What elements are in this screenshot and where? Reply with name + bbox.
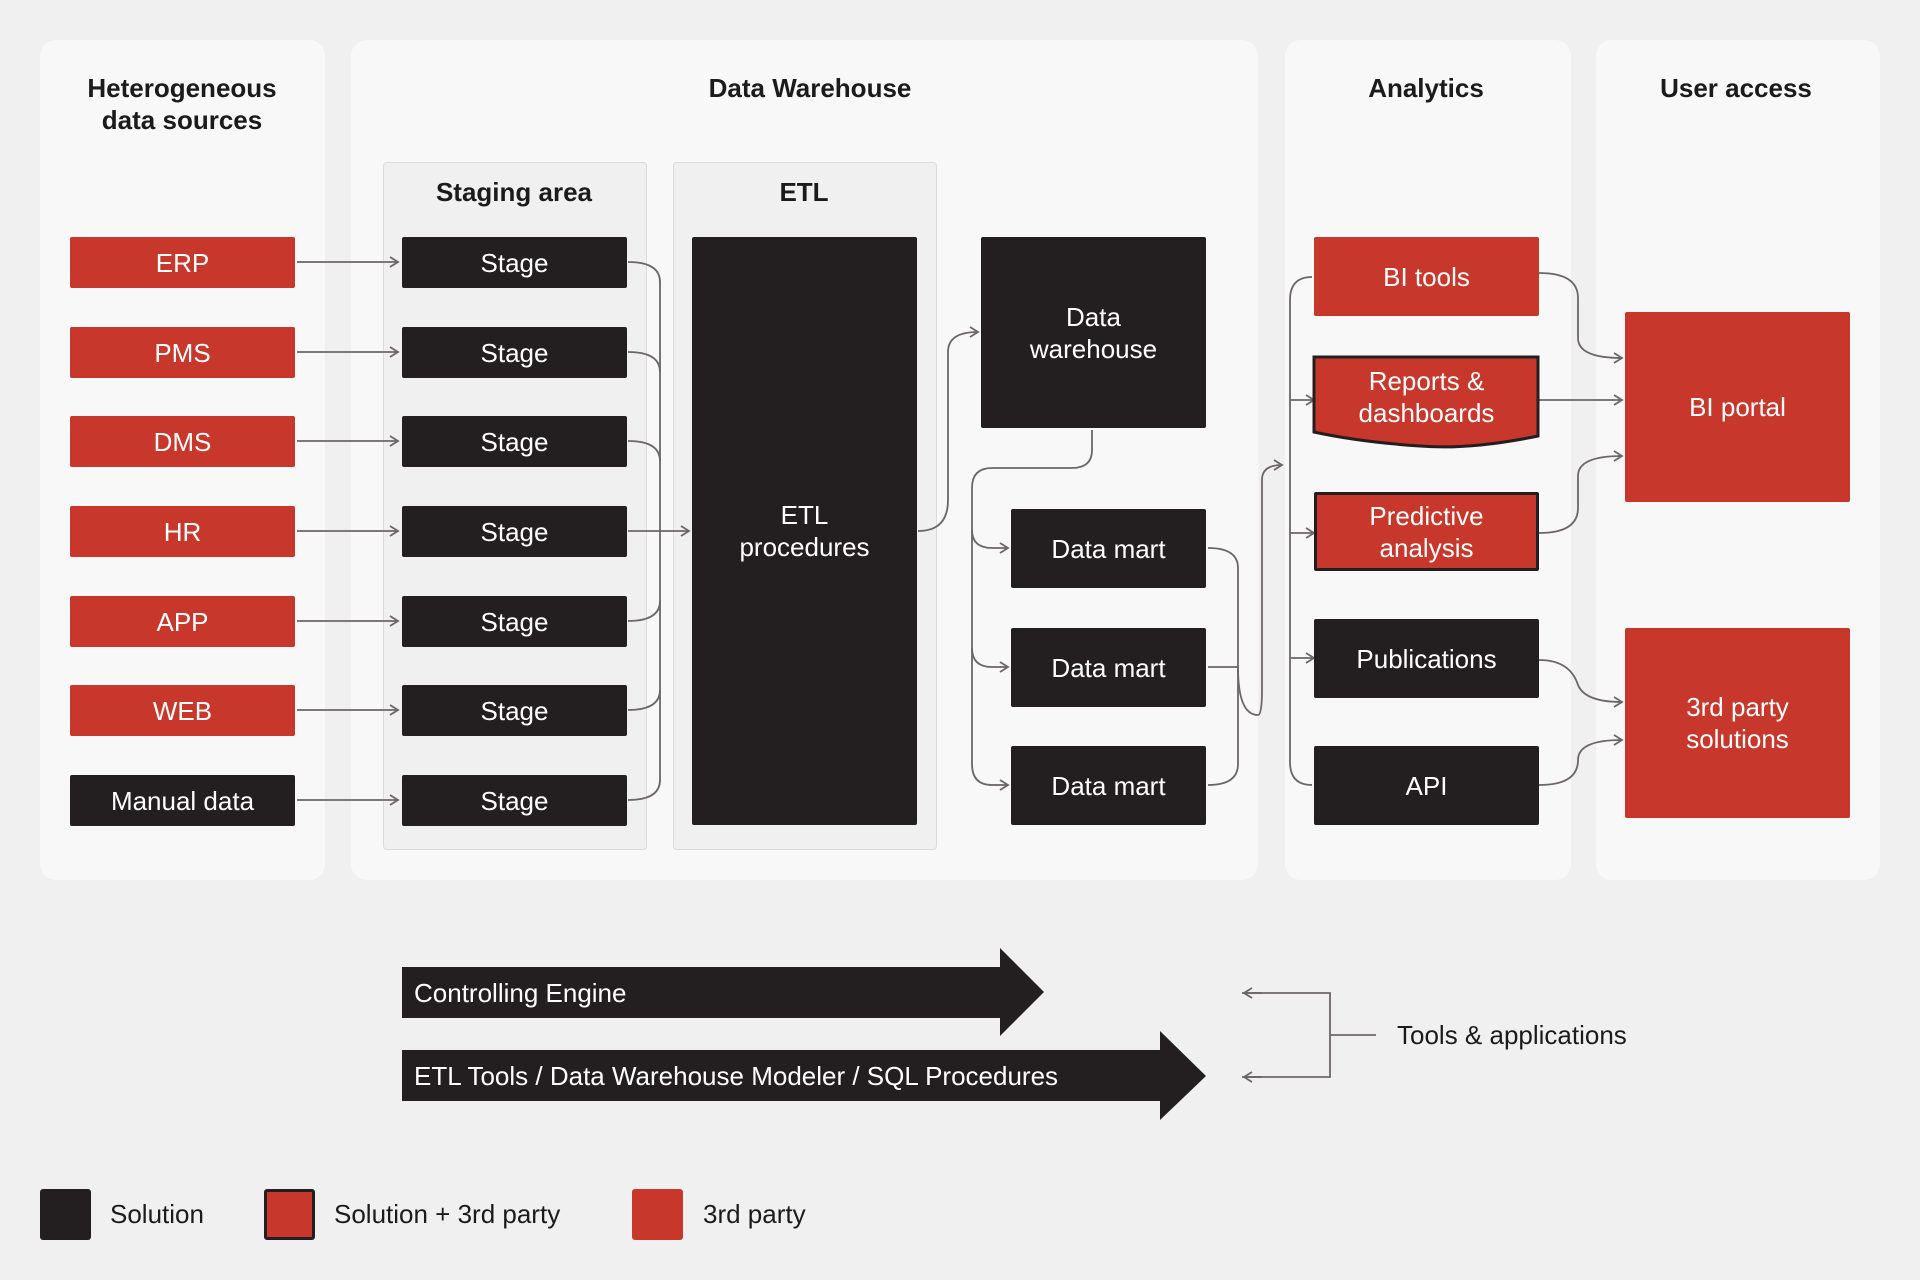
analytics-bus <box>1289 276 1313 786</box>
reports-dashboards-box: Reports & dashboards <box>1314 357 1539 437</box>
reports-shape <box>1312 355 1540 449</box>
source-dms: DMS <box>70 416 295 467</box>
analytics-panel <box>1285 40 1571 880</box>
legend-swatch-solution-3rd-party <box>264 1189 315 1240</box>
source-hr: HR <box>70 506 295 557</box>
bi-tools-box: BI tools <box>1314 237 1539 316</box>
predictive-analysis-label: Predictive analysis <box>1369 500 1484 563</box>
stage-box: Stage <box>402 685 627 736</box>
legend-label-solution: Solution <box>110 1199 204 1229</box>
stage-box: Stage <box>402 327 627 378</box>
user-access-heading: User access <box>1660 73 1812 103</box>
stage-box: Stage <box>402 506 627 557</box>
dw-to-mart-arrow-1 <box>971 529 1010 554</box>
legend-swatch-solution <box>40 1189 91 1240</box>
third-party-solutions-box: 3rd party solutions <box>1625 628 1850 818</box>
etl-procedures-box: ETL procedures <box>692 237 917 825</box>
controlling-engine-arrow <box>402 948 1044 1036</box>
data-mart-box: Data mart <box>1011 746 1206 825</box>
source-pms: PMS <box>70 327 295 378</box>
controlling-engine-label: Controlling Engine <box>414 978 627 1008</box>
third-party-solutions-label: 3rd party solutions <box>1686 692 1789 754</box>
data-warehouse-label: Data warehouse <box>1029 301 1158 364</box>
stage-bus-4 <box>627 600 661 622</box>
tools-applications-label: Tools & applications <box>1397 1020 1627 1050</box>
stage-box: Stage <box>402 416 627 467</box>
reports-dashboards-label: Reports & dashboards <box>1358 366 1495 428</box>
sources-heading: Heterogeneous data sources <box>87 73 277 135</box>
staging-area-heading: Staging area <box>435 177 593 207</box>
predictive-to-portal <box>1538 450 1624 534</box>
bitools-to-portal <box>1538 272 1624 364</box>
api-box: API <box>1314 746 1539 825</box>
marts-to-analytics <box>1237 459 1284 716</box>
marts-to-bus-line <box>1207 547 1239 786</box>
api-to-3rdparty <box>1538 734 1624 786</box>
bi-portal-box: BI portal <box>1625 312 1850 502</box>
dw-to-marts-line <box>971 430 1093 786</box>
legend-label-3rd-party: 3rd party <box>703 1199 806 1229</box>
etl-to-dw-arrow <box>917 326 980 532</box>
stage-bus-2 <box>627 440 661 462</box>
source-web: WEB <box>70 685 295 736</box>
source-app: APP <box>70 596 295 647</box>
publications-to-3rdparty <box>1538 659 1624 708</box>
source-erp: ERP <box>70 237 295 288</box>
etl-tools-arrow <box>402 1031 1206 1120</box>
dw-to-mart-arrow-2 <box>971 647 1010 673</box>
tools-bracket <box>1242 992 1331 1078</box>
warehouse-heading: Data Warehouse <box>708 73 912 103</box>
stage-box: Stage <box>402 775 627 826</box>
stage-box: Stage <box>402 596 627 647</box>
etl-tools-label: ETL Tools / Data Warehouse Modeler / SQL… <box>414 1061 1059 1091</box>
data-mart-box: Data mart <box>1011 628 1206 707</box>
stage-bus-5 <box>627 689 661 711</box>
data-mart-box: Data mart <box>1011 509 1206 588</box>
analytics-heading: Analytics <box>1368 73 1484 103</box>
predictive-analysis-box: Predictive analysis <box>1314 492 1539 571</box>
stage-box: Stage <box>402 237 627 288</box>
etl-heading: ETL <box>779 177 829 207</box>
stage-bus-1 <box>627 351 661 373</box>
source-manual-data: Manual data <box>70 775 295 826</box>
etl-procedures-label: ETL procedures <box>739 500 870 562</box>
data-warehouse-box: Data warehouse <box>981 237 1206 428</box>
legend-swatch-3rd-party <box>632 1189 683 1240</box>
legend-label-solution-3rd-party: Solution + 3rd party <box>334 1199 561 1229</box>
publications-box: Publications <box>1314 619 1539 698</box>
